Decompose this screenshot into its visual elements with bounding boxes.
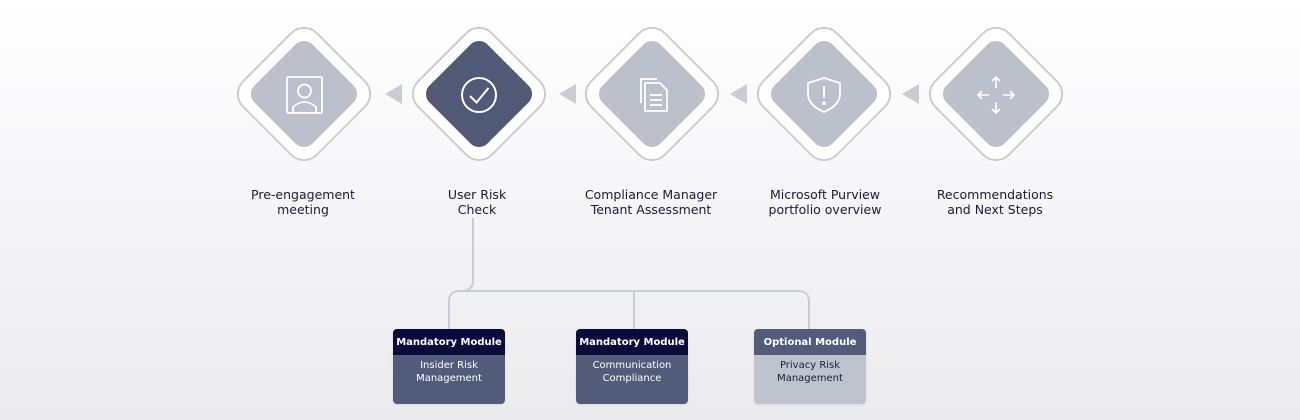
step-label-recommendations: Recommendations and Next Steps bbox=[936, 187, 1054, 217]
module-tag: Mandatory Module bbox=[393, 329, 505, 355]
module-insider-risk: Mandatory Module Insider Risk Management bbox=[393, 329, 505, 404]
step-label-user-risk-check: User Risk Check bbox=[447, 187, 507, 217]
module-name: Communication Compliance bbox=[576, 355, 688, 404]
checkmark-circle-icon bbox=[461, 77, 497, 113]
module-privacy-risk: Optional Module Privacy Risk Management bbox=[754, 329, 866, 404]
documents-icon bbox=[640, 78, 668, 112]
step-user-risk-check bbox=[411, 26, 547, 162]
module-tag: Optional Module bbox=[754, 329, 866, 355]
step-recommendations bbox=[928, 26, 1064, 162]
arrow-step3-to-step4 bbox=[730, 84, 747, 104]
arrow-step4-to-step5 bbox=[902, 84, 919, 104]
connector-bus bbox=[462, 290, 810, 330]
module-connectors bbox=[448, 218, 810, 330]
module-name: Privacy Risk Management bbox=[754, 355, 866, 404]
step-label-pre-engagement: Pre-engagement meeting bbox=[251, 187, 355, 217]
step-label-microsoft-purview: Microsoft Purview portfolio overview bbox=[768, 187, 882, 217]
module-name: Insider Risk Management bbox=[393, 355, 505, 404]
move-arrows-icon bbox=[976, 75, 1016, 115]
step-microsoft-purview bbox=[756, 26, 892, 162]
person-frame-icon bbox=[286, 76, 323, 114]
module-communication-compliance: Mandatory Module Communication Complianc… bbox=[576, 329, 688, 404]
step-label-compliance-manager: Compliance Manager Tenant Assessment bbox=[584, 187, 718, 217]
arrow-step1-to-step2 bbox=[385, 84, 402, 104]
step-compliance-manager bbox=[584, 26, 720, 162]
connector-trunk bbox=[448, 218, 474, 330]
arrow-step2-to-step3 bbox=[559, 84, 576, 104]
step-diamonds bbox=[236, 26, 1064, 162]
step-pre-engagement bbox=[236, 26, 372, 162]
module-tag: Mandatory Module bbox=[576, 329, 688, 355]
shield-alert-icon bbox=[807, 77, 841, 113]
step-arrows bbox=[385, 84, 919, 104]
